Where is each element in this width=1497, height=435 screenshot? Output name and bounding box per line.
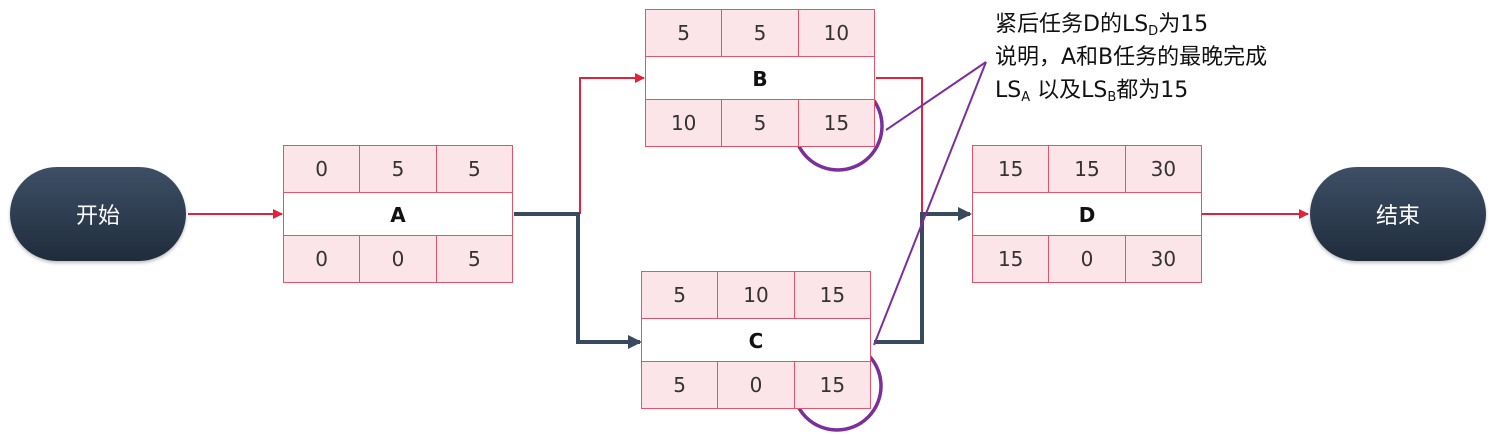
task-c-lf: 15	[793, 362, 870, 408]
task-a: 0 5 5 A 0 0 5	[283, 145, 513, 283]
task-b-ef: 10	[797, 10, 874, 56]
task-c-float: 0	[717, 362, 793, 408]
task-b-ls: 10	[670, 111, 697, 135]
task-a-es: 0	[315, 157, 329, 181]
task-d-ls: 15	[997, 247, 1024, 271]
task-b-float: 5	[721, 100, 797, 146]
task-a-lf: 5	[435, 236, 512, 282]
task-b: 5 5 10 B 10 5 15	[645, 9, 875, 147]
task-d-lf: 30	[1124, 236, 1201, 282]
annotation-note: 紧后任务D的LSD为15 说明，A和B任务的最晚完成 LSA 以及LSB都为15	[995, 8, 1415, 107]
task-a-ef: 5	[435, 146, 512, 192]
task-c-bottom-row: 5 0 15	[642, 361, 870, 408]
task-b-duration: 5	[721, 10, 797, 56]
task-b-lf: 15	[797, 100, 874, 146]
task-a-duration: 5	[359, 146, 435, 192]
annotation-line-1: 紧后任务D的LSD为15	[995, 12, 1209, 39]
task-d-float: 0	[1048, 236, 1124, 282]
task-c-name: C	[748, 329, 764, 353]
task-a-float: 0	[359, 236, 435, 282]
task-d-es: 15	[997, 157, 1024, 181]
callout-line-b	[885, 61, 987, 131]
arrow-c-to-d	[874, 207, 972, 344]
task-d-name: D	[1078, 203, 1096, 227]
callout-line-c	[873, 61, 987, 346]
task-a-ls: 0	[315, 247, 329, 271]
task-c-duration: 10	[717, 272, 793, 318]
arrow-a-to-b	[579, 73, 645, 214]
task-c: 5 10 15 C 5 0 15	[641, 271, 871, 409]
task-c-ef: 15	[793, 272, 870, 318]
task-c-top-row: 5 10 15	[642, 272, 870, 319]
task-d-duration: 15	[1048, 146, 1124, 192]
task-a-top-row: 0 5 5	[284, 146, 512, 193]
task-b-name: B	[752, 67, 768, 91]
task-d: 15 15 30 D 15 0 30	[972, 145, 1202, 283]
task-c-es: 5	[673, 283, 687, 307]
task-a-bottom-row: 0 0 5	[284, 235, 512, 282]
task-a-name: A	[390, 203, 406, 227]
start-label: 开始	[75, 204, 120, 229]
task-b-bottom-row: 10 5 15	[646, 99, 874, 146]
task-b-es: 5	[677, 21, 691, 45]
end-node: 结束	[1310, 167, 1486, 261]
task-d-ef: 30	[1124, 146, 1201, 192]
task-b-top-row: 5 5 10	[646, 10, 874, 57]
task-c-ls: 5	[673, 373, 687, 397]
arrow-a-to-c	[514, 212, 642, 349]
annotation-line-3: LSA 以及LSB都为15	[995, 78, 1189, 105]
start-node: 开始	[10, 167, 186, 261]
arrow-b-to-d	[876, 77, 923, 214]
annotation-line-2: 说明，A和B任务的最晚完成	[995, 45, 1268, 70]
end-label: 结束	[1375, 204, 1420, 229]
task-d-bottom-row: 15 0 30	[973, 235, 1201, 282]
task-d-top-row: 15 15 30	[973, 146, 1201, 193]
